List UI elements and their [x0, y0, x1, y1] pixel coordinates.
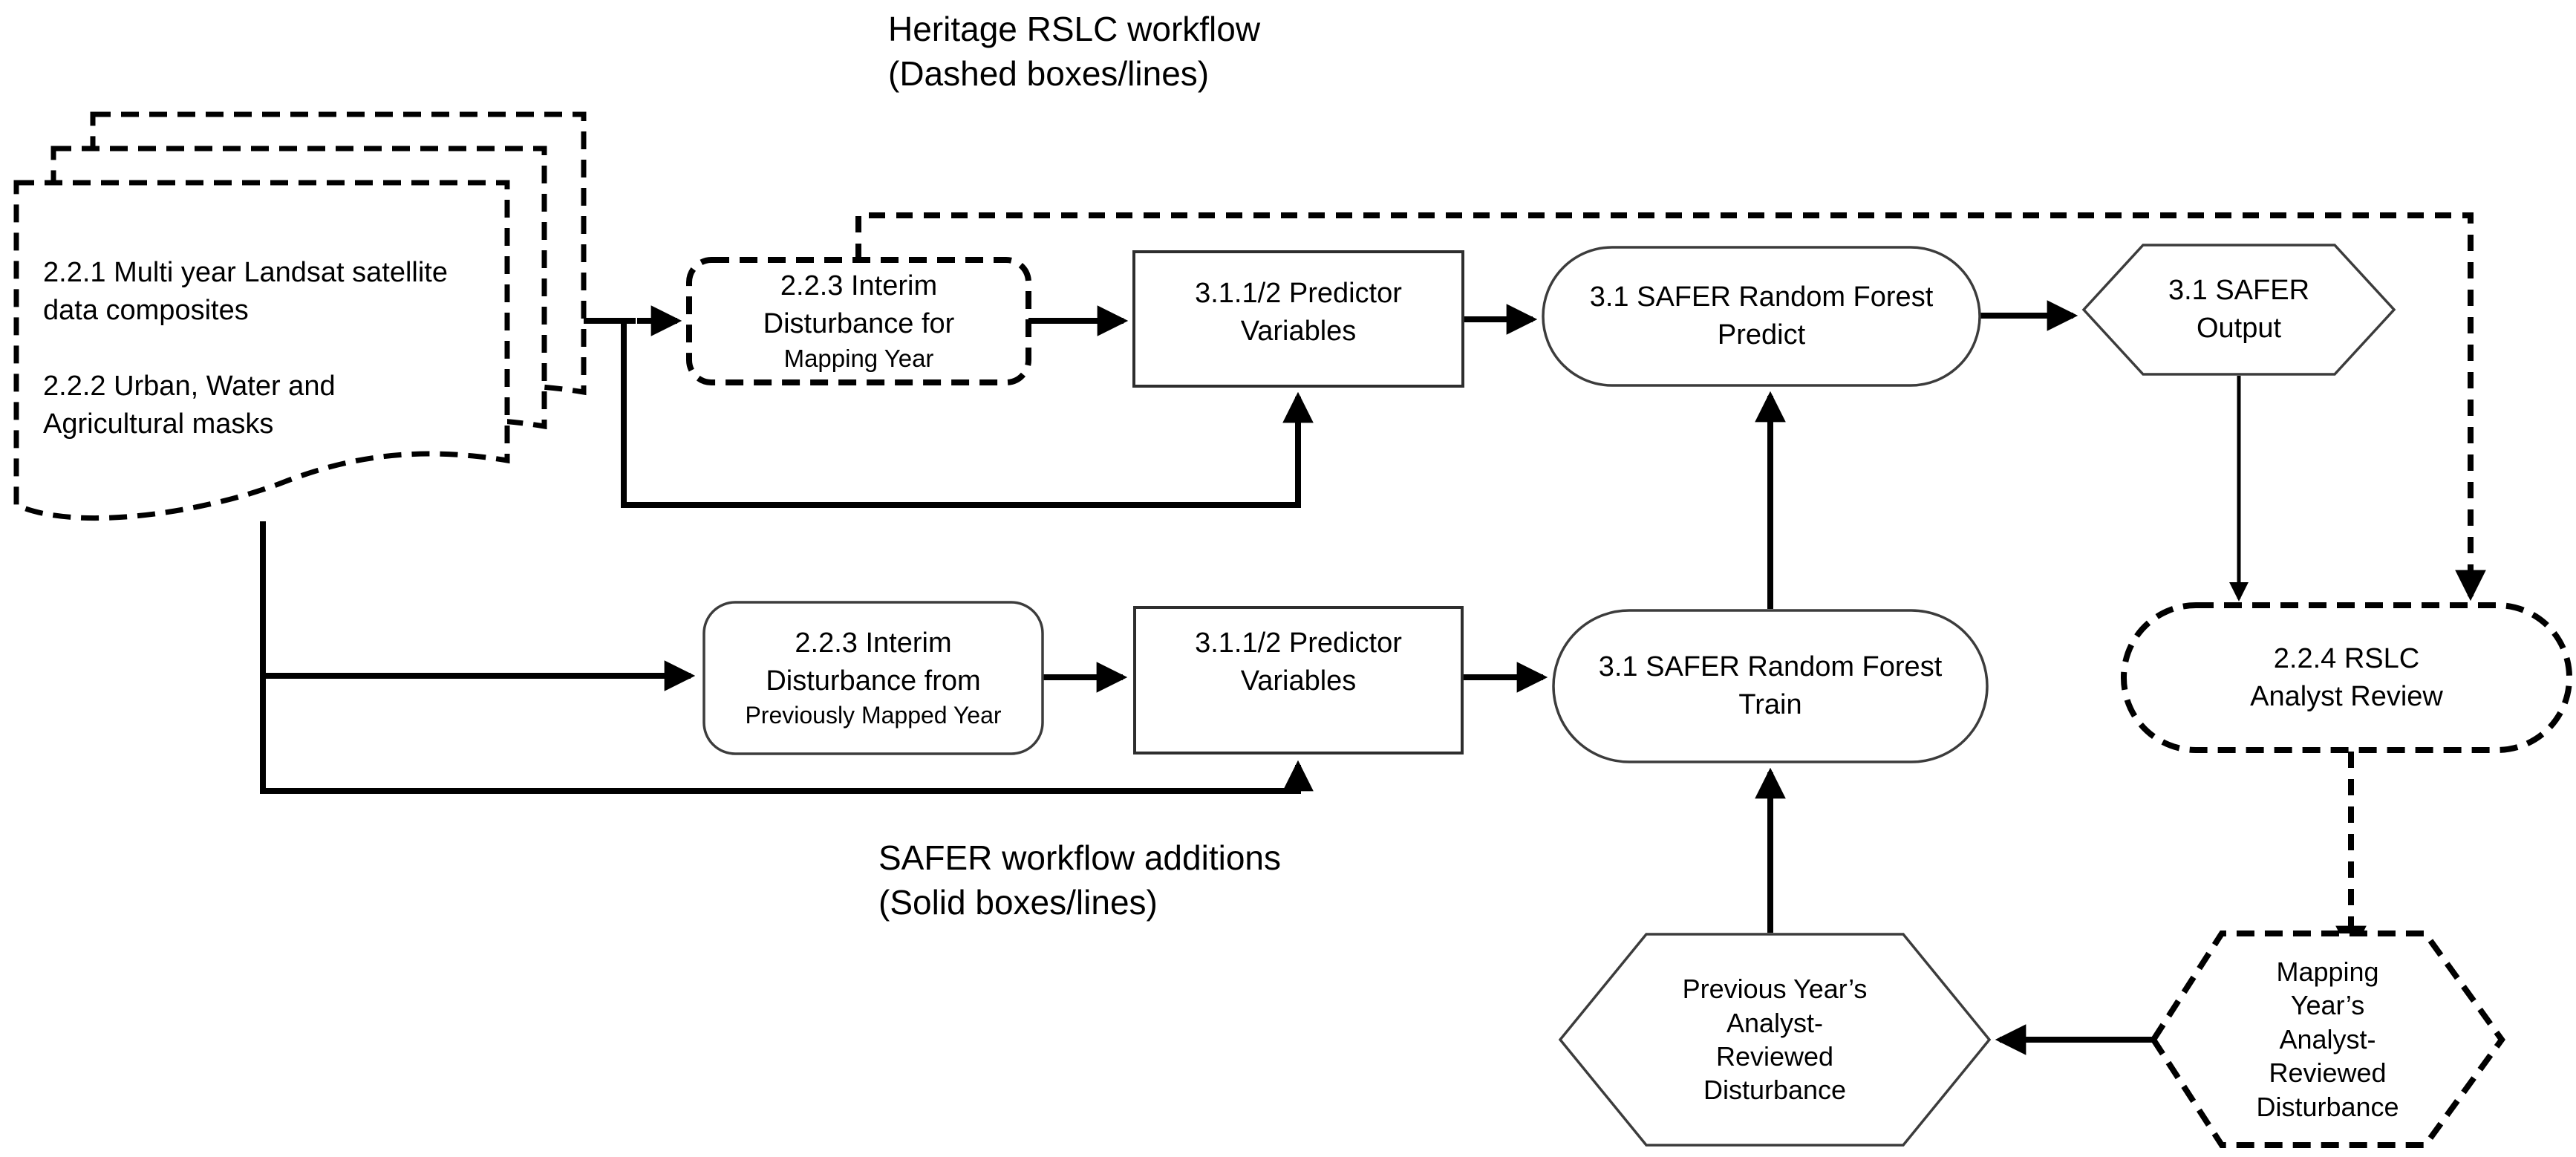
dashed-connectors [637, 212, 2486, 957]
label-line: Previous Year’s [1682, 974, 1868, 1005]
label-line: 3.1.1/2 Predictor [1195, 628, 1402, 659]
label-line: 2.2.3 Interim [780, 270, 938, 302]
rf-train-label: 3.1 SAFER Random Forest Train [1553, 610, 1987, 762]
label-line: Variables [1240, 665, 1357, 697]
mapping-year-disturbance-label: Mapping Year’s Analyst- Reviewed Disturb… [2153, 933, 2502, 1145]
edge-docs-to-predictor-predict [621, 321, 1314, 508]
rf-predict-label: 3.1 SAFER Random Forest Predict [1543, 247, 1980, 385]
edge-interim-mapping-to-analyst-review-feedback [855, 212, 2486, 602]
document-stack-shape [13, 111, 587, 521]
analyst-review-label: 2.2.4 RSLC Analyst Review [2124, 605, 2569, 750]
label-line: Disturbance from [766, 665, 981, 697]
label-line: Disturbance for [763, 308, 955, 340]
heritage-legend-line2: (Dashed boxes/lines) [888, 53, 1210, 93]
label-line: Variables [1240, 315, 1357, 347]
label-line: 3.1.1/2 Predictor [1195, 277, 1402, 309]
safer-legend-line2: (Solid boxes/lines) [878, 882, 1158, 922]
label-line: 3.1 SAFER [2168, 275, 2310, 307]
predictor-variables-train-shape [1133, 606, 1464, 755]
label-line: Year’s [2290, 990, 2365, 1021]
solid-connectors [260, 300, 2249, 1055]
heritage-legend-title: Heritage RSLC workflow (Dashed boxes/lin… [888, 7, 1260, 97]
label-line: Previously Mapped Year [745, 702, 1002, 729]
doc-line-3 [43, 330, 51, 368]
prev-year-disturbance-label: Previous Year’s Analyst- Reviewed Distur… [1560, 934, 1989, 1145]
edge-docs-to-predictor-train [260, 521, 1314, 794]
document-front-shape [13, 180, 510, 521]
label-line: Mapping Year [783, 344, 934, 372]
analyst-review-shape [2121, 602, 2572, 753]
rf-train-shape [1552, 609, 1989, 763]
mapping-year-disturbance-hexagon-shape [2150, 931, 2505, 1148]
prev-year-disturbance-hexagon-shape [1558, 933, 1992, 1147]
rf-predict-shape [1542, 246, 1981, 387]
predictor-variables-predict-shape [1132, 250, 1464, 388]
predictor-variables-train-label: 3.1.1/2 Predictor Variables [1135, 607, 1462, 753]
label-line: 2.2.3 Interim [795, 628, 952, 659]
label-line: Disturbance [2256, 1091, 2399, 1122]
label-line: 3.1 SAFER Random Forest [1598, 651, 1943, 683]
label-line: Output [2196, 313, 2282, 344]
label-line: 2.2.4 RSLC [2273, 642, 2420, 674]
doc-line-1: 2.2.1 Multi year Landsat satellite [43, 257, 448, 288]
doc-line-5: Agricultural masks [43, 408, 274, 440]
interim-disturbance-prev-label: 2.2.3 Interim Disturbance from Previousl… [704, 602, 1043, 754]
label-line: Mapping [2276, 956, 2379, 988]
label-line: Train [1738, 689, 1802, 720]
label-line: Analyst- [2279, 1023, 2376, 1055]
safer-legend-title: SAFER workflow additions (Solid boxes/li… [878, 836, 1281, 925]
safer-output-label: 3.1 SAFER Output [2084, 245, 2394, 374]
doc-line-4: 2.2.2 Urban, Water and [43, 370, 336, 402]
label-line: Disturbance [1703, 1075, 1847, 1106]
heritage-legend-line1: Heritage RSLC workflow [888, 10, 1261, 48]
predictor-variables-predict-label: 3.1.1/2 Predictor Variables [1134, 252, 1463, 386]
safer-legend-line1: SAFER workflow additions [878, 838, 1281, 877]
label-line: Analyst- [1726, 1007, 1824, 1038]
doc-line-2: data composites [43, 294, 249, 326]
safer-output-hexagon-shape [2081, 244, 2396, 376]
label-line: Analyst Review [2250, 680, 2443, 712]
label-line: Predict [1717, 319, 1806, 351]
label-line: 3.1 SAFER Random Forest [1589, 281, 1934, 313]
document-stack-label: 2.2.1 Multi year Landsat satellite data … [43, 254, 496, 492]
label-line: Reviewed [1715, 1041, 1834, 1072]
interim-disturbance-prev-shape [702, 601, 1044, 755]
interim-disturbance-mapping-shape [686, 257, 1031, 385]
interim-disturbance-mapping-label: 2.2.3 Interim Disturbance for Mapping Ye… [689, 260, 1028, 382]
label-line: Reviewed [2269, 1057, 2387, 1089]
